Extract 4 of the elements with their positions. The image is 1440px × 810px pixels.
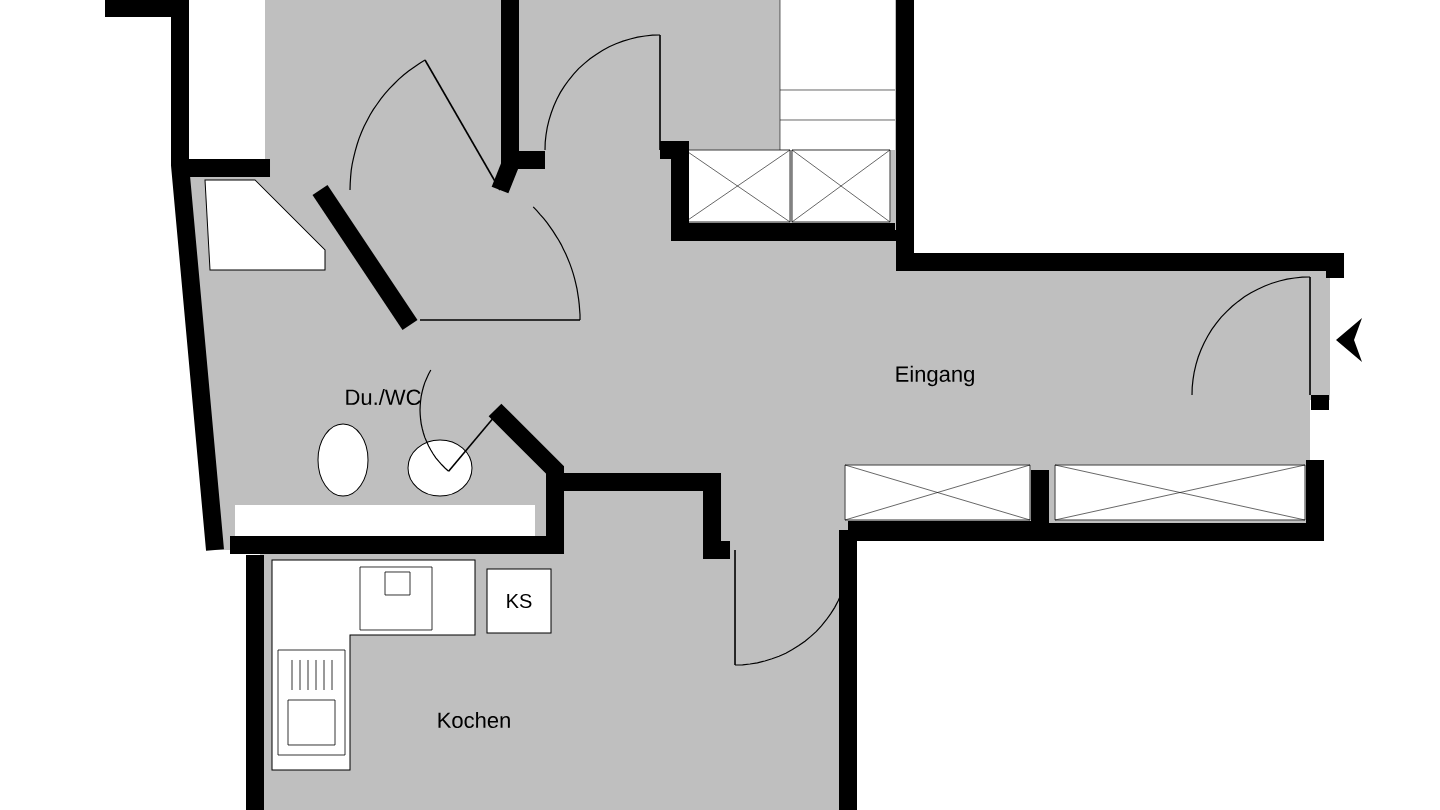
room-label: Kochen [438,711,510,729]
fridge-box: KS [486,568,552,634]
room-label: Eingang [896,365,974,387]
room-label: Du./WC [346,388,421,406]
